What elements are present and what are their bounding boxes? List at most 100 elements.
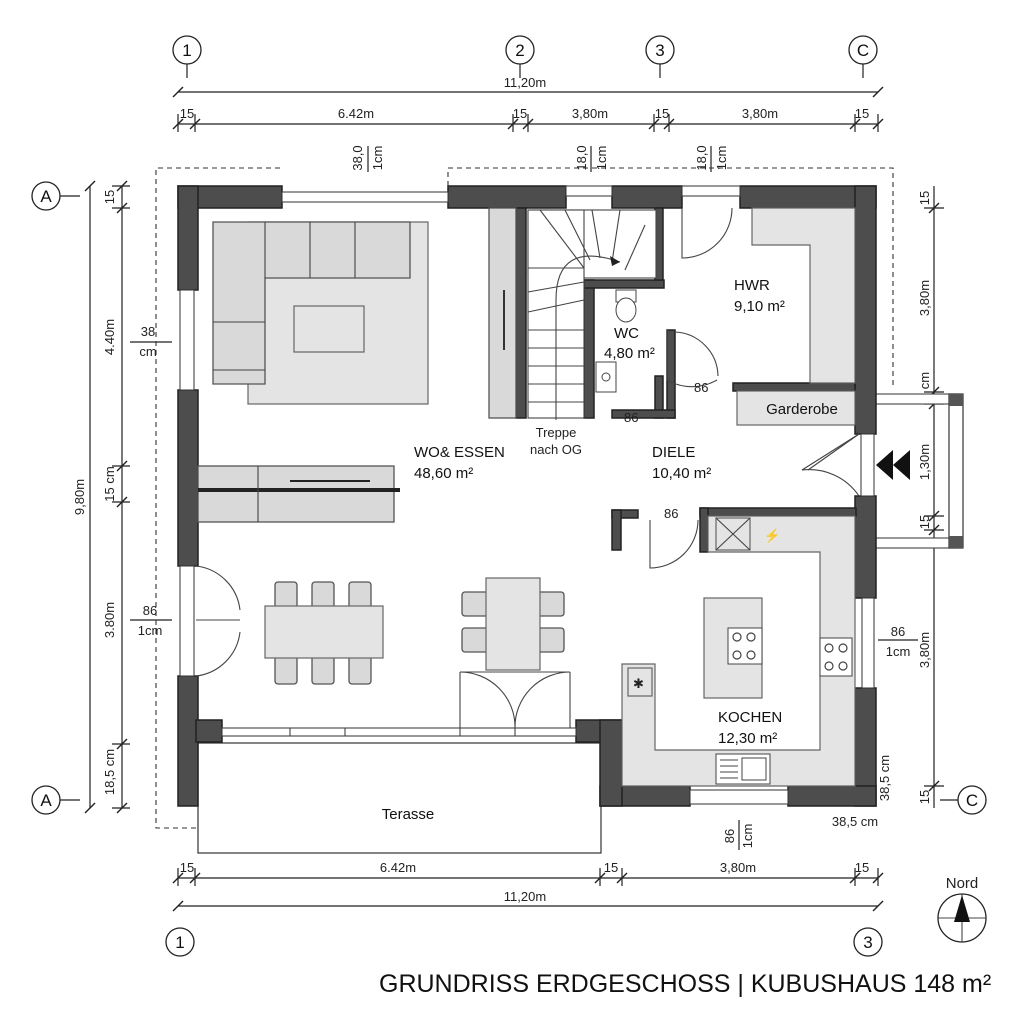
garderobe-label: Garderobe — [766, 401, 838, 418]
exterior-walls — [177, 185, 877, 807]
kitchen-stove-right — [819, 637, 853, 677]
svg-text:1: 1 — [182, 41, 191, 60]
svg-text:15: 15 — [102, 190, 117, 204]
svg-text:1cm: 1cm — [138, 623, 163, 638]
svg-text:15: 15 — [604, 860, 618, 875]
grid-marker-top-c: C — [848, 35, 878, 78]
stair-label-line2: nach OG — [530, 442, 582, 457]
window-label-left-1: 38 cm — [130, 324, 172, 359]
svg-text:38,0: 38,0 — [350, 145, 365, 170]
svg-text:18,0: 18,0 — [694, 145, 709, 170]
svg-text:1cm: 1cm — [370, 146, 385, 171]
roof-outline — [155, 167, 894, 829]
tall-cabinet — [488, 207, 517, 419]
svg-text:3: 3 — [655, 41, 664, 60]
sofa — [212, 221, 429, 405]
room-name: DIELE — [652, 444, 695, 461]
window-label-bottom: 86 1cm — [722, 820, 755, 850]
window-label-left-2: 86 1cm — [130, 603, 172, 638]
terrace-label: Terasse — [382, 806, 435, 823]
window-label-top-2: 18,0 1cm — [574, 145, 609, 172]
wc-fixtures — [595, 289, 637, 393]
page-title: GRUNDRISS ERDGESCHOSS | KUBUSHAUS 148 m² — [379, 970, 991, 998]
dimension-left-total: 9,80m — [72, 180, 96, 814]
svg-text:18,5 cm: 18,5 cm — [102, 749, 117, 795]
dining-table-right — [461, 577, 565, 671]
svg-text:C: C — [857, 41, 869, 60]
kitchen-island — [703, 597, 763, 699]
svg-text:11,20m: 11,20m — [504, 75, 546, 90]
svg-text:1cm: 1cm — [886, 644, 911, 659]
dining-table-left — [264, 581, 384, 685]
svg-text:15: 15 — [855, 106, 869, 121]
fan-icon: ⚡ — [764, 528, 780, 544]
entrance-canopy — [873, 393, 964, 549]
svg-text:15: 15 — [180, 860, 194, 875]
svg-text:3: 3 — [863, 933, 872, 952]
stair-label-line1: Treppe — [536, 425, 577, 440]
garderobe: Garderobe — [736, 390, 856, 426]
kitchen-counter: ⚡ ✱ — [621, 515, 856, 787]
svg-text:1cm: 1cm — [594, 146, 609, 171]
room-wohnen-essen: WO& ESSEN 48,60 m² — [414, 444, 505, 482]
dimension-top-total: 11,20m — [172, 75, 884, 98]
svg-text:15: 15 — [513, 106, 527, 121]
room-name: WC — [614, 325, 639, 342]
windows — [179, 185, 875, 805]
svg-text:1: 1 — [175, 933, 184, 952]
svg-text:15: 15 — [917, 790, 932, 804]
svg-text:38: 38 — [141, 324, 155, 339]
svg-text:3.80m: 3.80m — [102, 602, 117, 638]
svg-text:A: A — [40, 791, 52, 810]
svg-text:6 cm: 6 cm — [917, 372, 932, 400]
door-width-label: 86 — [694, 380, 708, 395]
svg-text:86: 86 — [722, 829, 737, 843]
sideboard — [197, 465, 400, 523]
svg-text:86: 86 — [143, 603, 157, 618]
grid-marker-left-a-top: A — [31, 181, 80, 211]
room-name: KOCHEN — [718, 709, 782, 726]
dimension-right-segments: 15 3,80m 6 cm 1,30m 15 3,80m 38,5 cm 15 — [877, 186, 944, 808]
svg-text:11,20m: 11,20m — [504, 889, 546, 904]
svg-text:6.42m: 6.42m — [380, 860, 416, 875]
svg-text:cm: cm — [139, 344, 156, 359]
svg-text:6.42m: 6.42m — [338, 106, 374, 121]
room-wc: WC 4,80 m² — [604, 325, 655, 362]
staircase: Treppe nach OG — [527, 209, 657, 457]
north-arrow-icon: Nord — [937, 875, 987, 943]
svg-text:15: 15 — [917, 515, 932, 529]
grid-marker-top-1: 1 — [172, 35, 202, 78]
room-name: HWR — [734, 277, 770, 294]
room-diele: DIELE 10,40 m² — [652, 444, 711, 482]
hwr-counter — [751, 207, 856, 384]
svg-text:15 cm: 15 cm — [102, 466, 117, 501]
room-hwr: HWR 9,10 m² — [734, 277, 785, 315]
grid-marker-left-a-bottom: A — [31, 785, 80, 815]
kitchen-sink — [715, 753, 771, 785]
room-area: 9,10 m² — [734, 298, 785, 315]
dimension-bottom-total: 11,20m — [172, 889, 884, 912]
svg-text:15: 15 — [655, 106, 669, 121]
svg-text:3,80m: 3,80m — [917, 632, 932, 668]
svg-text:1cm: 1cm — [740, 824, 755, 849]
svg-text:9,80m: 9,80m — [72, 479, 87, 515]
dimension-left-segments: 15 4.40m 15 cm 3.80m 18,5 cm — [102, 180, 130, 814]
room-name: WO& ESSEN — [414, 444, 505, 461]
svg-text:38,5 cm: 38,5 cm — [877, 755, 892, 801]
svg-text:86: 86 — [891, 624, 905, 639]
dimension-bottom-segments: 15 6.42m 15 3,80m 15 — [172, 860, 884, 886]
svg-text:1cm: 1cm — [714, 146, 729, 171]
dimension-top-segments: 15 6.42m 15 3,80m 15 3,80m 15 — [172, 106, 884, 132]
grid-marker-bottom-1: 1 — [165, 927, 195, 957]
terrace: Terasse — [197, 742, 602, 854]
svg-text:C: C — [966, 791, 978, 810]
room-area: 48,60 m² — [414, 465, 473, 482]
doors — [195, 207, 860, 729]
room-area: 4,80 m² — [604, 345, 655, 362]
svg-text:3,80m: 3,80m — [572, 106, 608, 121]
svg-text:3,80m: 3,80m — [720, 860, 756, 875]
svg-text:18,0: 18,0 — [574, 145, 589, 170]
svg-text:15: 15 — [917, 191, 932, 205]
door-width-label: 86 — [664, 506, 678, 521]
